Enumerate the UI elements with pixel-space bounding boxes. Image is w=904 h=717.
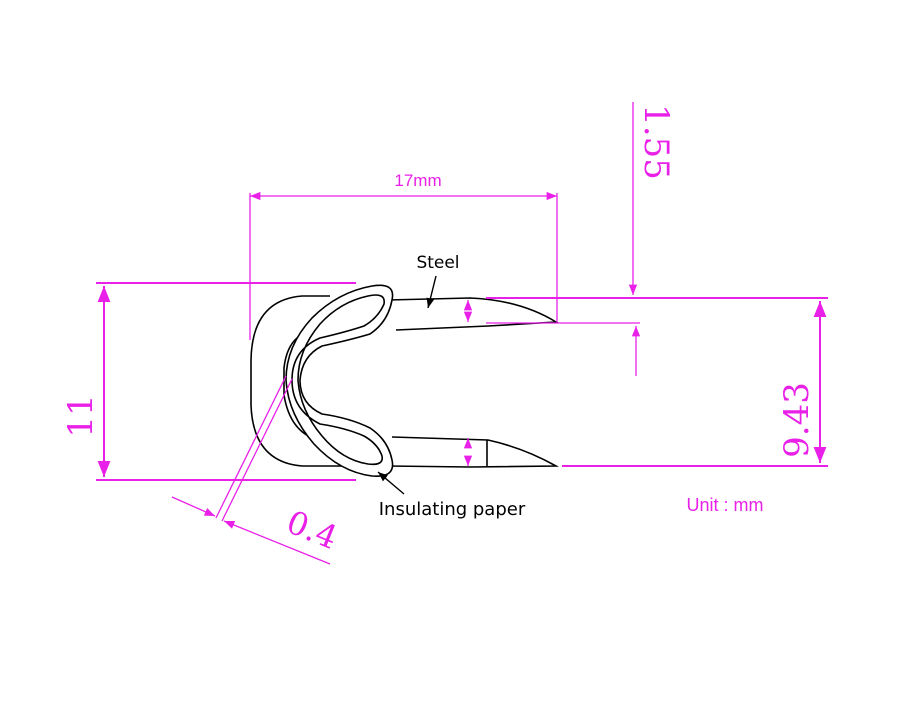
steel-wire-loop-inner (291, 294, 385, 466)
paper-thickness-dimension (171, 375, 331, 565)
wire-thickness-dimension-label: 1.55 (636, 104, 676, 180)
steel-lower-leg (387, 436, 559, 468)
insulating-paper-label: Insulating paper (379, 499, 526, 520)
height-dimension (96, 282, 356, 481)
insulating-paper-leader (377, 471, 405, 495)
staple-part (250, 284, 559, 477)
insulating-paper-outline (250, 295, 352, 467)
inner-height-dimension-label: 9.43 (777, 382, 817, 458)
steel-upper-leg (387, 297, 559, 331)
width-dimension (249, 191, 558, 340)
steel-wire-loop (285, 284, 394, 477)
inner-height-dimension (486, 297, 828, 467)
unit-label: Unit : mm (686, 495, 763, 515)
steel-leader (426, 275, 437, 309)
height-dimension-label: 11 (61, 394, 101, 437)
width-dimension-label: 17mm (394, 171, 441, 190)
wire-thickness-dimension (463, 102, 641, 466)
steel-label: Steel (416, 253, 459, 273)
paper-thickness-dimension-label: 0.4 (281, 503, 342, 557)
